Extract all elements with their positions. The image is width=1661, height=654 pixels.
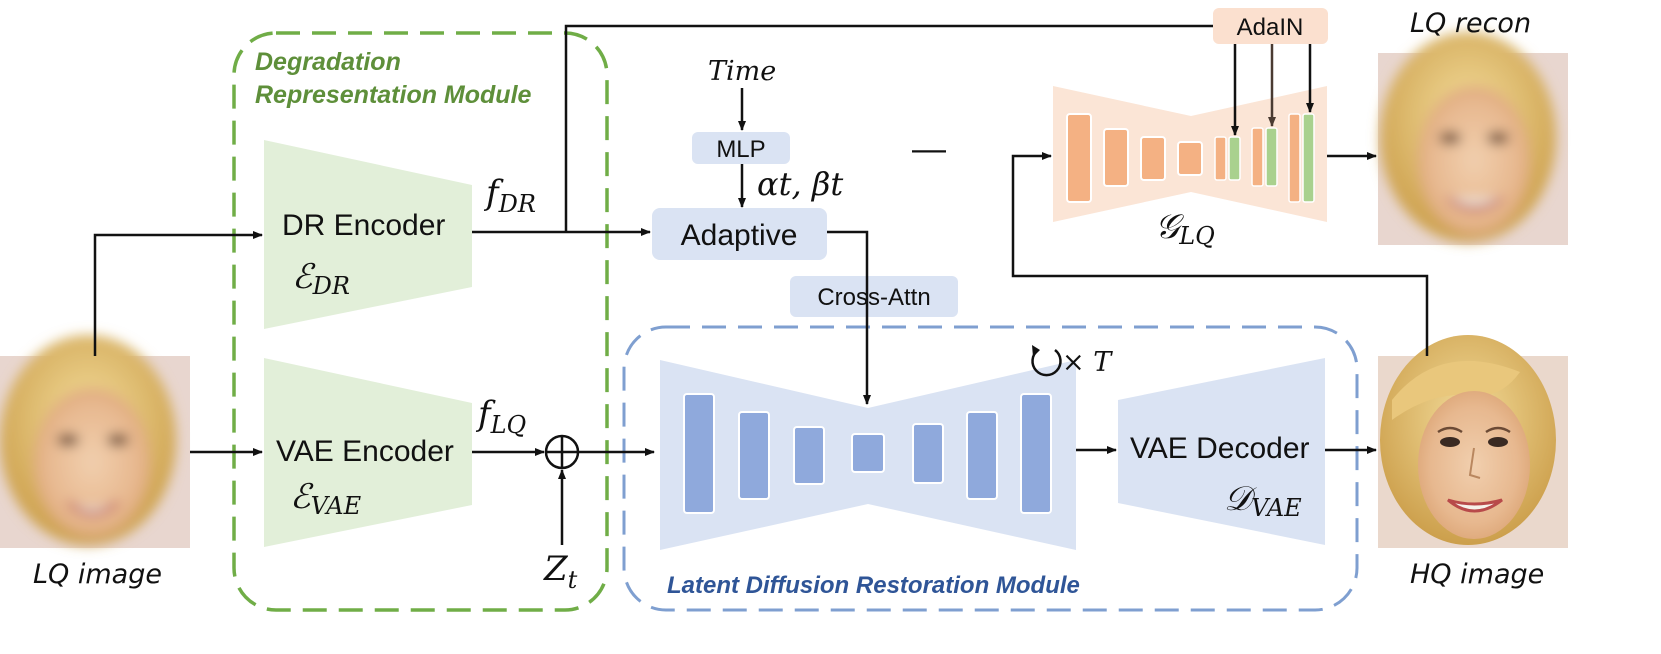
vae-encoder-block (264, 358, 472, 547)
g-lq-layer (1103, 128, 1129, 187)
vae-encoder-symbol: ℰVAE (290, 477, 362, 520)
hq-to-g-lq-arrow (1011, 152, 1429, 356)
g-lq-layer (1288, 113, 1301, 203)
g-lq-adain-layer (1228, 136, 1241, 181)
adain-block (1213, 8, 1328, 44)
adaptive-label: Adaptive (681, 219, 798, 252)
mlp-block (692, 132, 790, 164)
vae-encoder-label: VAE Encoder (276, 435, 454, 468)
mlp-label: MLP (716, 136, 765, 163)
minus-sign: — (912, 130, 946, 168)
lq-image (0, 335, 190, 548)
adaptive-block (652, 208, 827, 260)
g-lq-layer (1140, 136, 1166, 181)
unet-layer (793, 426, 825, 485)
latent-module-border (622, 325, 1359, 612)
lq-image-caption: LQ image (33, 559, 162, 590)
vae-decoder-block (1118, 358, 1325, 545)
g-lq-symbol: 𝒢LQ (1155, 207, 1215, 250)
unet-layer (912, 423, 944, 484)
adain-label: AdaIN (1237, 14, 1304, 41)
g-lq-layer (1251, 127, 1264, 187)
dr-encoder-symbol: ℰDR (292, 257, 350, 300)
cross-attn-label: Cross-Attn (817, 284, 930, 311)
loop-icon (1031, 345, 1062, 377)
degradation-module-title-2: Representation Module (255, 81, 532, 109)
loop-label: × T (1062, 347, 1113, 378)
g-lq-adain-layer (1265, 127, 1278, 187)
sum-operator-icon (544, 434, 580, 470)
vae-decoder-label: VAE Decoder (1130, 432, 1310, 465)
alpha-beta-label: αt, βt (757, 165, 843, 203)
lq-recon-image (1378, 32, 1568, 245)
unet-layer (851, 433, 885, 473)
fdr-to-adain-line (564, 24, 1213, 232)
cross-attn-block (790, 276, 958, 317)
unet-layer (738, 411, 770, 500)
g-lq-layer (1066, 113, 1092, 203)
lq-to-dr-encoder-arrow (93, 231, 263, 356)
adaptive-to-unet-arrow (827, 230, 871, 405)
unet-layer (1020, 393, 1052, 514)
hq-image (1378, 335, 1568, 548)
f-dr-label: fDR (483, 173, 536, 218)
hq-image-caption: HQ image (1410, 559, 1544, 590)
f-lq-label: fLQ (475, 394, 526, 439)
latent-module-title: Latent Diffusion Restoration Module (667, 572, 1080, 599)
z-t-label: Zt (543, 549, 578, 594)
g-lq-layer (1214, 136, 1227, 181)
degradation-module-title-1: Degradation (255, 48, 401, 76)
unet-layer (683, 393, 715, 514)
unet-layer (966, 411, 998, 500)
time-label: Time (708, 56, 776, 87)
dr-encoder-block (264, 140, 472, 329)
dr-encoder-label: DR Encoder (282, 209, 445, 242)
g-lq-adain-layer (1302, 113, 1315, 203)
g-lq-layer (1177, 141, 1203, 176)
lq-recon-caption: LQ recon (1410, 8, 1531, 39)
degradation-module-border (232, 31, 609, 612)
